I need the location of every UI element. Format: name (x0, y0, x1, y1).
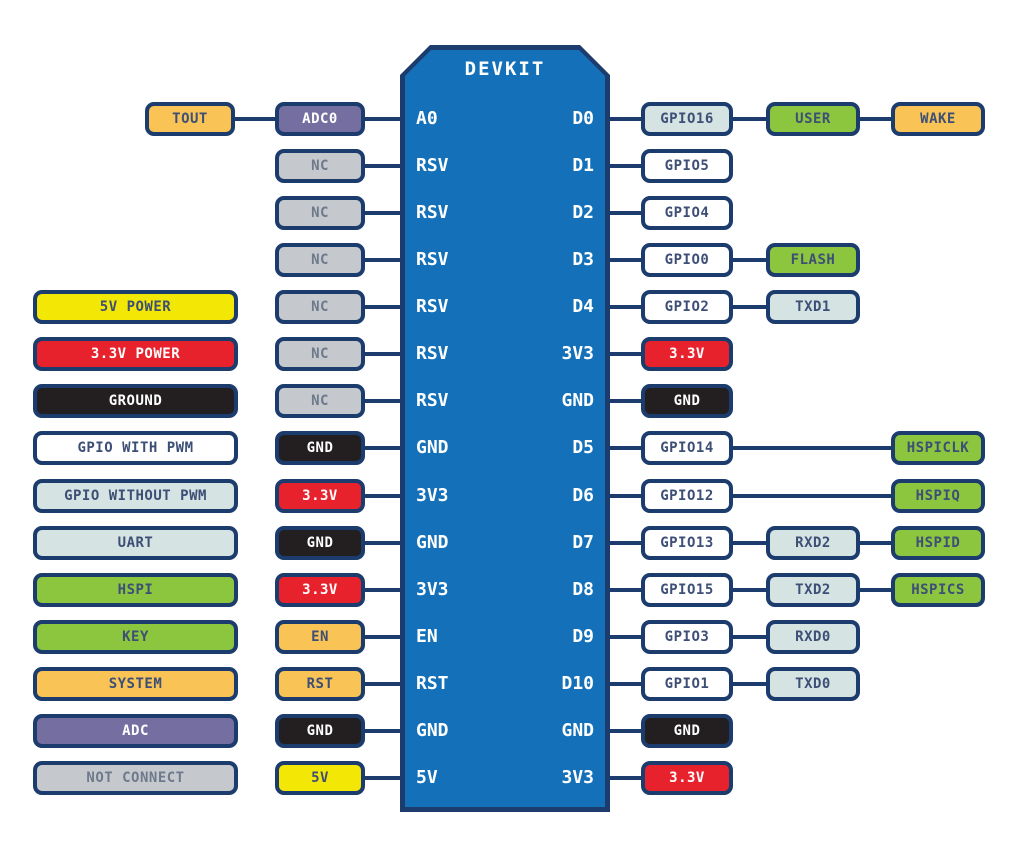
board-pin-d10-row-12: D10 (561, 673, 594, 694)
board-pin-3v3-row-14: 3V3 (561, 767, 594, 788)
board-pin-rsv-row-3: RSV (416, 249, 449, 270)
legend-ground: GROUND (33, 384, 238, 418)
chip-gpio15-row-10: GPIO15 (641, 573, 733, 607)
legend-not-connect: NOT CONNECT (33, 761, 238, 795)
chip-left-en-row-11: EN (275, 620, 365, 654)
board-pin-3v3-row-8: 3V3 (416, 485, 449, 506)
board-pin-rsv-row-4: RSV (416, 296, 449, 317)
board-pin-rsv-row-6: RSV (416, 390, 449, 411)
chip-hspics-row-10: HSPICS (891, 573, 985, 607)
chip-left-nc-row-5: NC (275, 337, 365, 371)
chip-wake-row-0: WAKE (891, 102, 985, 136)
legend-gpio-with-pwm: GPIO WITH PWM (33, 431, 238, 465)
chip-3-3v-row-5: 3.3V (641, 337, 733, 371)
chip-user-row-0: USER (766, 102, 860, 136)
chip-left-nc-row-6: NC (275, 384, 365, 418)
chip-txd0-row-12: TXD0 (766, 667, 860, 701)
chip-gpio14-row-7: GPIO14 (641, 431, 733, 465)
board-pin-d9-row-11: D9 (572, 626, 594, 647)
board-pin-a0-row-0: A0 (416, 108, 438, 129)
chip-left-nc-row-1: NC (275, 149, 365, 183)
board-pin-3v3-row-5: 3V3 (561, 343, 594, 364)
board-pin-d5-row-7: D5 (572, 437, 594, 458)
wire-right-row-7 (610, 446, 938, 450)
board-pin-3v3-row-10: 3V3 (416, 579, 449, 600)
chip-gpio16-row-0: GPIO16 (641, 102, 733, 136)
legend-3-3v-power: 3.3V POWER (33, 337, 238, 371)
board-pin-rsv-row-2: RSV (416, 202, 449, 223)
chip-gpio3-row-11: GPIO3 (641, 620, 733, 654)
chip-tout: TOUT (145, 102, 235, 136)
chip-left-3-3v-row-10: 3.3V (275, 573, 365, 607)
chip-flash-row-3: FLASH (766, 243, 860, 277)
chip-left-3-3v-row-8: 3.3V (275, 479, 365, 513)
board-pin-d7-row-9: D7 (572, 532, 594, 553)
chip-gpio2-row-4: GPIO2 (641, 290, 733, 324)
chip-gpio4-row-2: GPIO4 (641, 196, 733, 230)
board-pin-d2-row-2: D2 (572, 202, 594, 223)
chip-left-nc-row-2: NC (275, 196, 365, 230)
board-pin-d8-row-10: D8 (572, 579, 594, 600)
chip-gpio5-row-1: GPIO5 (641, 149, 733, 183)
board-pin-gnd-row-7: GND (416, 437, 449, 458)
board-pin-d3-row-3: D3 (572, 249, 594, 270)
chip-3-3v-row-14: 3.3V (641, 761, 733, 795)
chip-left-nc-row-3: NC (275, 243, 365, 277)
chip-rxd0-row-11: RXD0 (766, 620, 860, 654)
legend-gpio-without-pwm: GPIO WITHOUT PWM (33, 479, 238, 513)
legend-hspi: HSPI (33, 573, 238, 607)
chip-gnd-row-13: GND (641, 714, 733, 748)
chip-left-5v-row-14: 5V (275, 761, 365, 795)
chip-gpio0-row-3: GPIO0 (641, 243, 733, 277)
chip-left-nc-row-4: NC (275, 290, 365, 324)
chip-gnd-row-6: GND (641, 384, 733, 418)
chip-hspiq-row-8: HSPIQ (891, 479, 985, 513)
board-pin-en-row-11: EN (416, 626, 438, 647)
board-pin-d4-row-4: D4 (572, 296, 594, 317)
chip-hspid-row-9: HSPID (891, 526, 985, 560)
legend-uart: UART (33, 526, 238, 560)
board-pin-5v-row-14: 5V (416, 767, 438, 788)
board-pin-gnd-row-6: GND (561, 390, 594, 411)
chip-left-gnd-row-7: GND (275, 431, 365, 465)
chip-left-rst-row-12: RST (275, 667, 365, 701)
chip-gpio13-row-9: GPIO13 (641, 526, 733, 560)
board-pin-rsv-row-1: RSV (416, 155, 449, 176)
legend-key: KEY (33, 620, 238, 654)
chip-left-adc0-row-0: ADC0 (275, 102, 365, 136)
board-pin-gnd-row-13: GND (416, 720, 449, 741)
legend-adc: ADC (33, 714, 238, 748)
chip-left-gnd-row-9: GND (275, 526, 365, 560)
board-pin-d0-row-0: D0 (572, 108, 594, 129)
chip-hspiclk-row-7: HSPICLK (891, 431, 985, 465)
legend-system: SYSTEM (33, 667, 238, 701)
board-pin-rst-row-12: RST (416, 673, 449, 694)
chip-txd2-row-10: TXD2 (766, 573, 860, 607)
chip-txd1-row-4: TXD1 (766, 290, 860, 324)
chip-left-gnd-row-13: GND (275, 714, 365, 748)
board-pin-gnd-row-13: GND (561, 720, 594, 741)
chip-rxd2-row-9: RXD2 (766, 526, 860, 560)
chip-gpio1-row-12: GPIO1 (641, 667, 733, 701)
board-pin-gnd-row-9: GND (416, 532, 449, 553)
legend-5v-power: 5V POWER (33, 290, 238, 324)
board-pin-d6-row-8: D6 (572, 485, 594, 506)
board-title: DEVKIT (464, 58, 546, 80)
chip-gpio12-row-8: GPIO12 (641, 479, 733, 513)
board-pin-d1-row-1: D1 (572, 155, 594, 176)
wire-right-row-8 (610, 494, 938, 498)
devkit-board-face (405, 50, 605, 807)
board-pin-rsv-row-5: RSV (416, 343, 449, 364)
